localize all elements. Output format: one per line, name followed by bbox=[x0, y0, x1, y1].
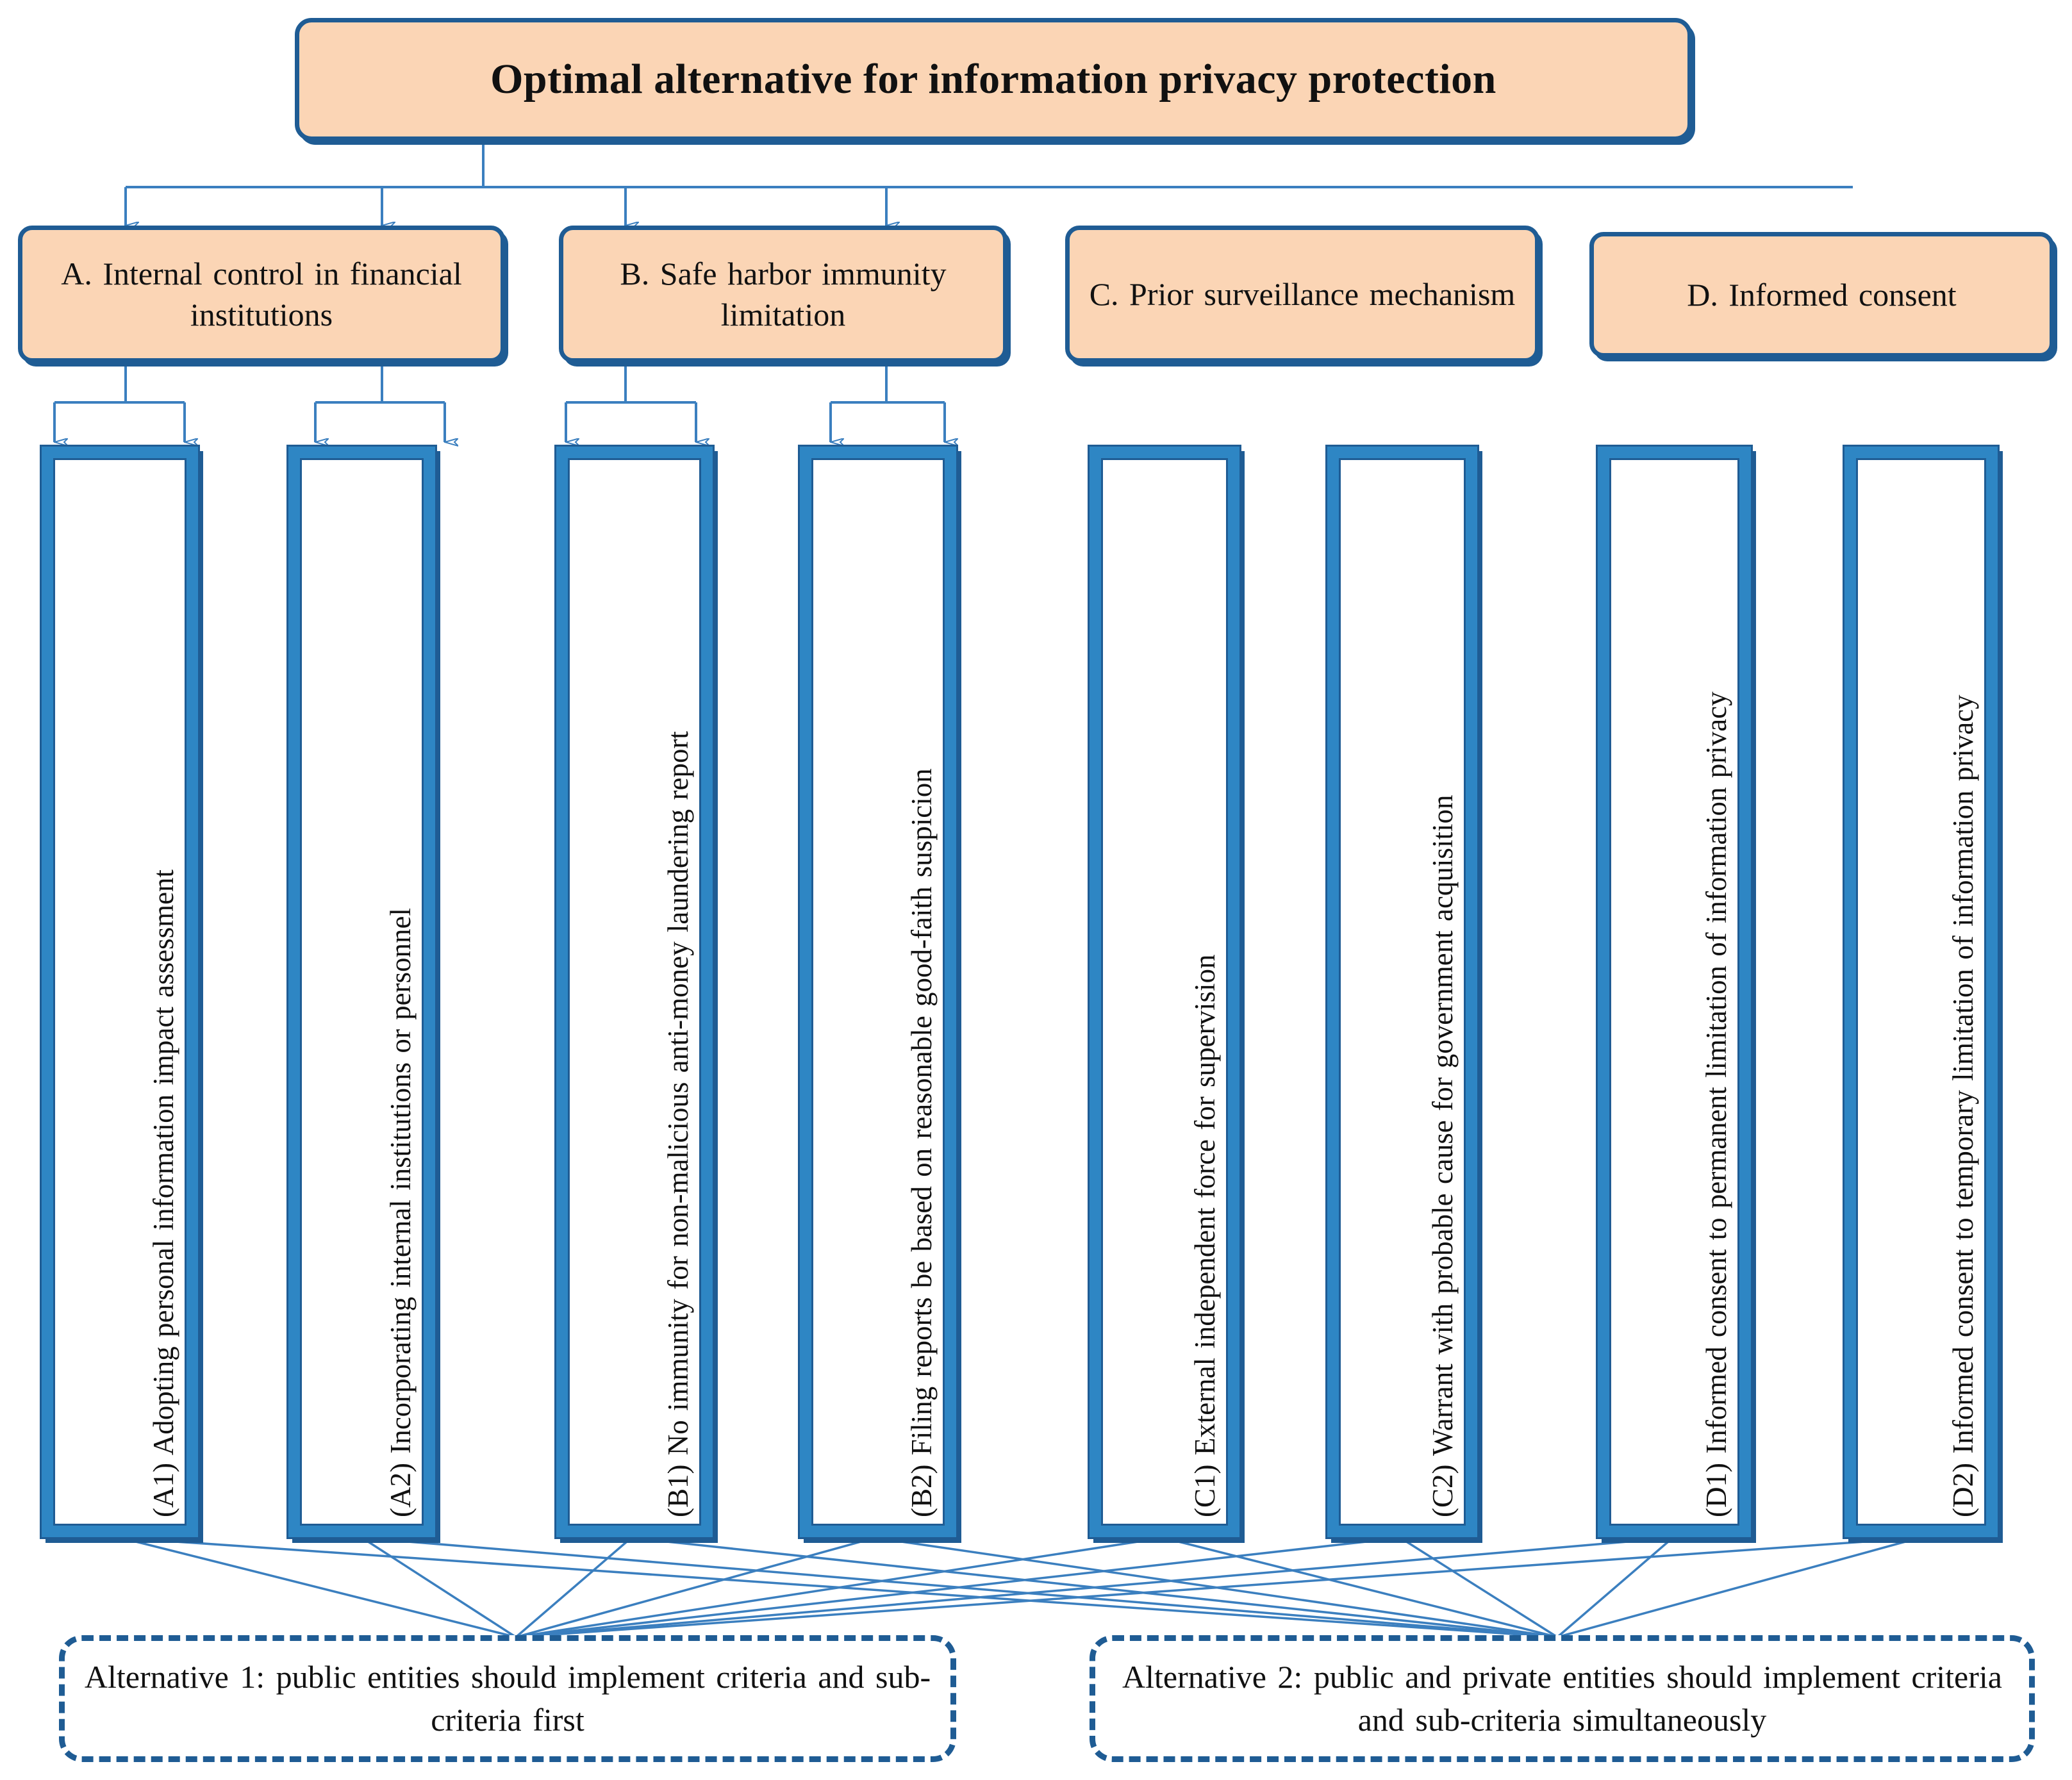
criterion-box-b[interactable]: B. Safe harbor immunity limitation bbox=[559, 226, 1007, 363]
subcriterion-c1-panel: (C1) External independent force for supe… bbox=[1101, 458, 1228, 1526]
subcriterion-b2-panel: (B2) Filing reports be based on reasonab… bbox=[811, 458, 945, 1526]
subcriterion-a2-label: (A2) Incorporating internal institutions… bbox=[384, 907, 417, 1517]
subcriterion-d1-panel: (D1) Informed consent to permanent limit… bbox=[1609, 458, 1739, 1526]
subcriterion-d2-panel: (D2) Informed consent to temporary limit… bbox=[1856, 458, 1986, 1526]
subcriterion-b1-panel: (B1) No immunity for non-malicious anti-… bbox=[568, 458, 701, 1526]
subcriterion-box-b1[interactable]: (B1) No immunity for non-malicious anti-… bbox=[554, 445, 715, 1539]
subcriterion-a2-panel: (A2) Incorporating internal institutions… bbox=[300, 458, 424, 1526]
subcriterion-box-a2[interactable]: (A2) Incorporating internal institutions… bbox=[286, 445, 437, 1539]
subcriterion-c1-label: (C1) External independent force for supe… bbox=[1188, 954, 1221, 1517]
subcriterion-b2-label: (B2) Filing reports be based on reasonab… bbox=[905, 768, 938, 1517]
subcriterion-a1-label: (A1) Adopting personal information impac… bbox=[147, 869, 179, 1517]
criterion-b-label: B. Safe harbor immunity limitation bbox=[620, 256, 947, 333]
alternative-box-2[interactable]: Alternative 2: public and private entiti… bbox=[1090, 1635, 2035, 1762]
goal-box-label: Optimal alternative for information priv… bbox=[490, 55, 1496, 103]
goal-box[interactable]: Optimal alternative for information priv… bbox=[295, 18, 1692, 141]
criterion-a-label: A. Internal control in financial institu… bbox=[61, 256, 462, 333]
subcriterion-box-c2[interactable]: (C2) Warrant with probable cause for gov… bbox=[1325, 445, 1479, 1539]
subcriterion-d1-label: (D1) Informed consent to permanent limit… bbox=[1700, 691, 1732, 1517]
subcriterion-box-d2[interactable]: (D2) Informed consent to temporary limit… bbox=[1843, 445, 2000, 1539]
alternative-2-label: Alternative 2: public and private entiti… bbox=[1122, 1658, 2002, 1738]
alternative-box-1[interactable]: Alternative 1: public entities should im… bbox=[59, 1635, 956, 1762]
criterion-c-label: C. Prior surveillance mechanism bbox=[1089, 276, 1516, 312]
criterion-box-d[interactable]: D. Informed consent bbox=[1589, 232, 2054, 358]
criterion-box-a[interactable]: A. Internal control in financial institu… bbox=[18, 226, 505, 363]
subcriterion-c2-label: (C2) Warrant with probable cause for gov… bbox=[1426, 795, 1459, 1517]
criterion-d-label: D. Informed consent bbox=[1687, 277, 1957, 313]
criterion-box-c[interactable]: C. Prior surveillance mechanism bbox=[1065, 226, 1539, 363]
subcriterion-b1-label: (B1) No immunity for non-malicious anti-… bbox=[661, 731, 694, 1517]
subcriterion-box-b2[interactable]: (B2) Filing reports be based on reasonab… bbox=[798, 445, 958, 1539]
subcriterion-a1-panel: (A1) Adopting personal information impac… bbox=[53, 458, 186, 1526]
subcriterion-box-a1[interactable]: (A1) Adopting personal information impac… bbox=[40, 445, 200, 1539]
subcriterion-box-c1[interactable]: (C1) External independent force for supe… bbox=[1088, 445, 1241, 1539]
subcriterion-c2-panel: (C2) Warrant with probable cause for gov… bbox=[1339, 458, 1466, 1526]
alternative-1-label: Alternative 1: public entities should im… bbox=[84, 1658, 931, 1738]
subcriterion-box-d1[interactable]: (D1) Informed consent to permanent limit… bbox=[1596, 445, 1753, 1539]
subcriterion-d2-label: (D2) Informed consent to temporary limit… bbox=[1946, 695, 1979, 1517]
